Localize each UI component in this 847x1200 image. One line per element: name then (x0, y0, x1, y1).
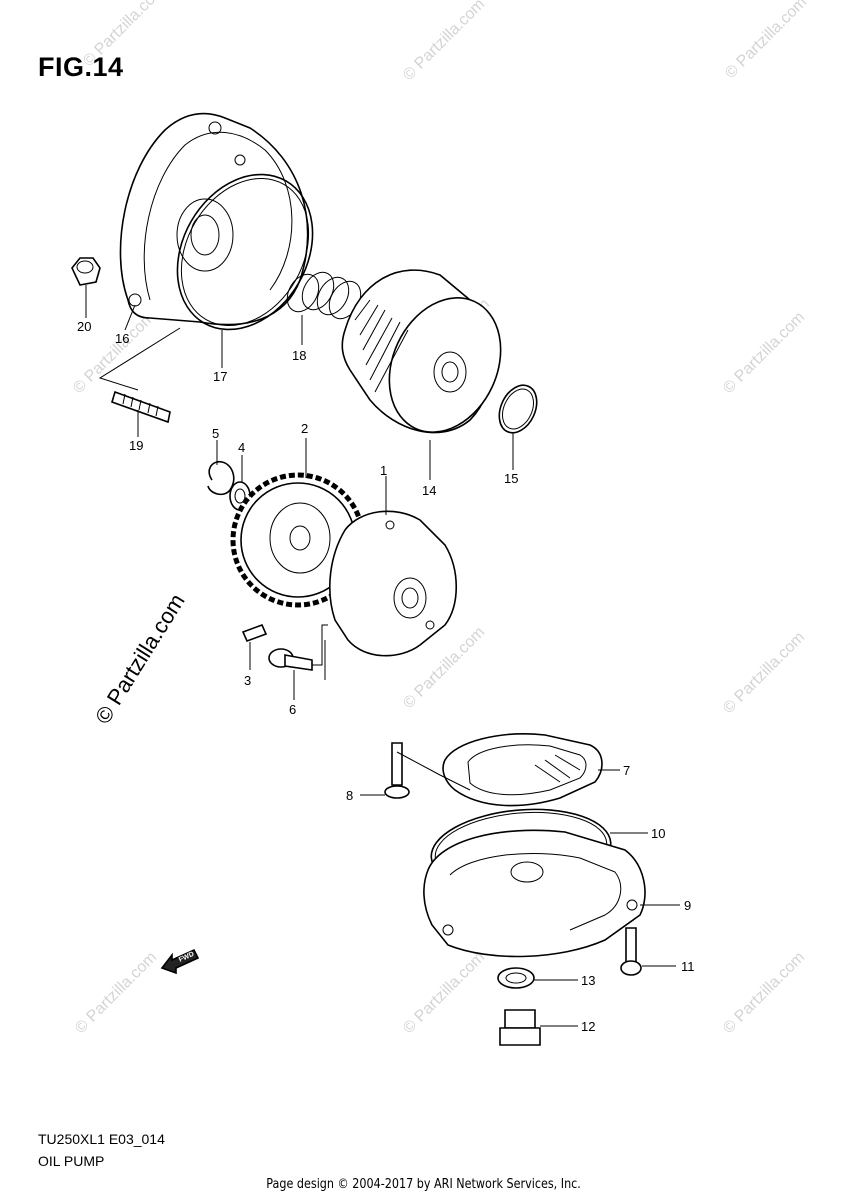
callout-10: 10 (651, 826, 665, 841)
filter-cap-cover-part-16 (119, 112, 309, 326)
figure-caption: OIL PUMP (38, 1153, 105, 1169)
callout-5: 5 (212, 426, 219, 441)
callout-20: 20 (77, 319, 91, 334)
callout-17: 17 (213, 369, 227, 384)
callout-14: 14 (422, 483, 436, 498)
callout-16: 16 (115, 331, 129, 346)
callout-4: 4 (238, 440, 245, 455)
fwd-arrow-icon: FWD (160, 948, 200, 975)
screw-part-8 (384, 742, 410, 799)
figure-title: FIG.14 (38, 52, 124, 82)
o-ring-part-17 (176, 173, 314, 331)
oil-pump-body-part-1 (329, 510, 458, 657)
callout-12: 12 (581, 1019, 595, 1034)
callout-15: 15 (504, 471, 518, 486)
model-code: TU250XL1 E03_014 (38, 1131, 165, 1147)
o-ring-part-15 (498, 384, 538, 434)
callout-13: 13 (581, 973, 595, 988)
callout-11: 11 (681, 959, 695, 974)
callout-3: 3 (244, 673, 251, 688)
spring-part-18 (286, 271, 362, 320)
gasket-part-13 (497, 967, 535, 989)
drain-plug-part-12 (499, 1009, 541, 1046)
callout-2: 2 (301, 421, 308, 436)
callout-9: 9 (684, 898, 691, 913)
callout-7: 7 (623, 763, 630, 778)
bolt-part-6 (268, 648, 313, 671)
bolt-part-11 (620, 927, 642, 976)
callouts: 1 2 3 4 5 6 7 8 9 10 11 12 13 14 15 16 1… (77, 319, 695, 1034)
oil-filter-part-14 (341, 269, 502, 434)
callout-8: 8 (346, 788, 353, 803)
leader-lines (85, 285, 680, 1027)
callout-19: 19 (129, 438, 143, 453)
stud-bolt-part-19 (111, 390, 171, 424)
circlip-part-5 (207, 460, 235, 496)
dowel-pin-part-3 (241, 623, 268, 643)
callout-1: 1 (380, 463, 387, 478)
nut-part-20 (71, 257, 101, 286)
callout-18: 18 (292, 348, 306, 363)
oil-strainer-part-7 (442, 733, 603, 807)
footer-copyright: Page design © 2004-2017 by ARI Network S… (266, 1177, 581, 1192)
oil-pan-cover-part-9 (423, 829, 646, 958)
callout-6: 6 (289, 702, 296, 717)
